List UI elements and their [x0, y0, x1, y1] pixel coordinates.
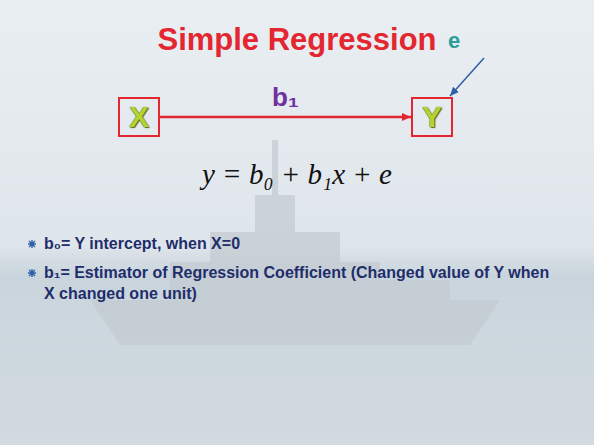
coefficient-label: b₁: [272, 82, 299, 113]
variable-name: Y: [422, 102, 442, 132]
regression-arrow: [160, 116, 411, 119]
variable-name: X: [129, 102, 149, 132]
error-arrow: [450, 58, 484, 96]
bullet-text: b₁= Estimator of Regression Coefficient …: [44, 263, 564, 305]
variable-box: Y: [411, 97, 453, 137]
slide-title: Simple Regression: [0, 22, 594, 58]
bullet-text: b₀= Y intercept, when X=0: [44, 234, 564, 255]
regression-equation: y = b₀ + b₁x + e: [0, 158, 594, 191]
bullet-marks: [28, 240, 36, 277]
variable-box: X: [118, 97, 160, 137]
error-term: e: [448, 28, 460, 54]
